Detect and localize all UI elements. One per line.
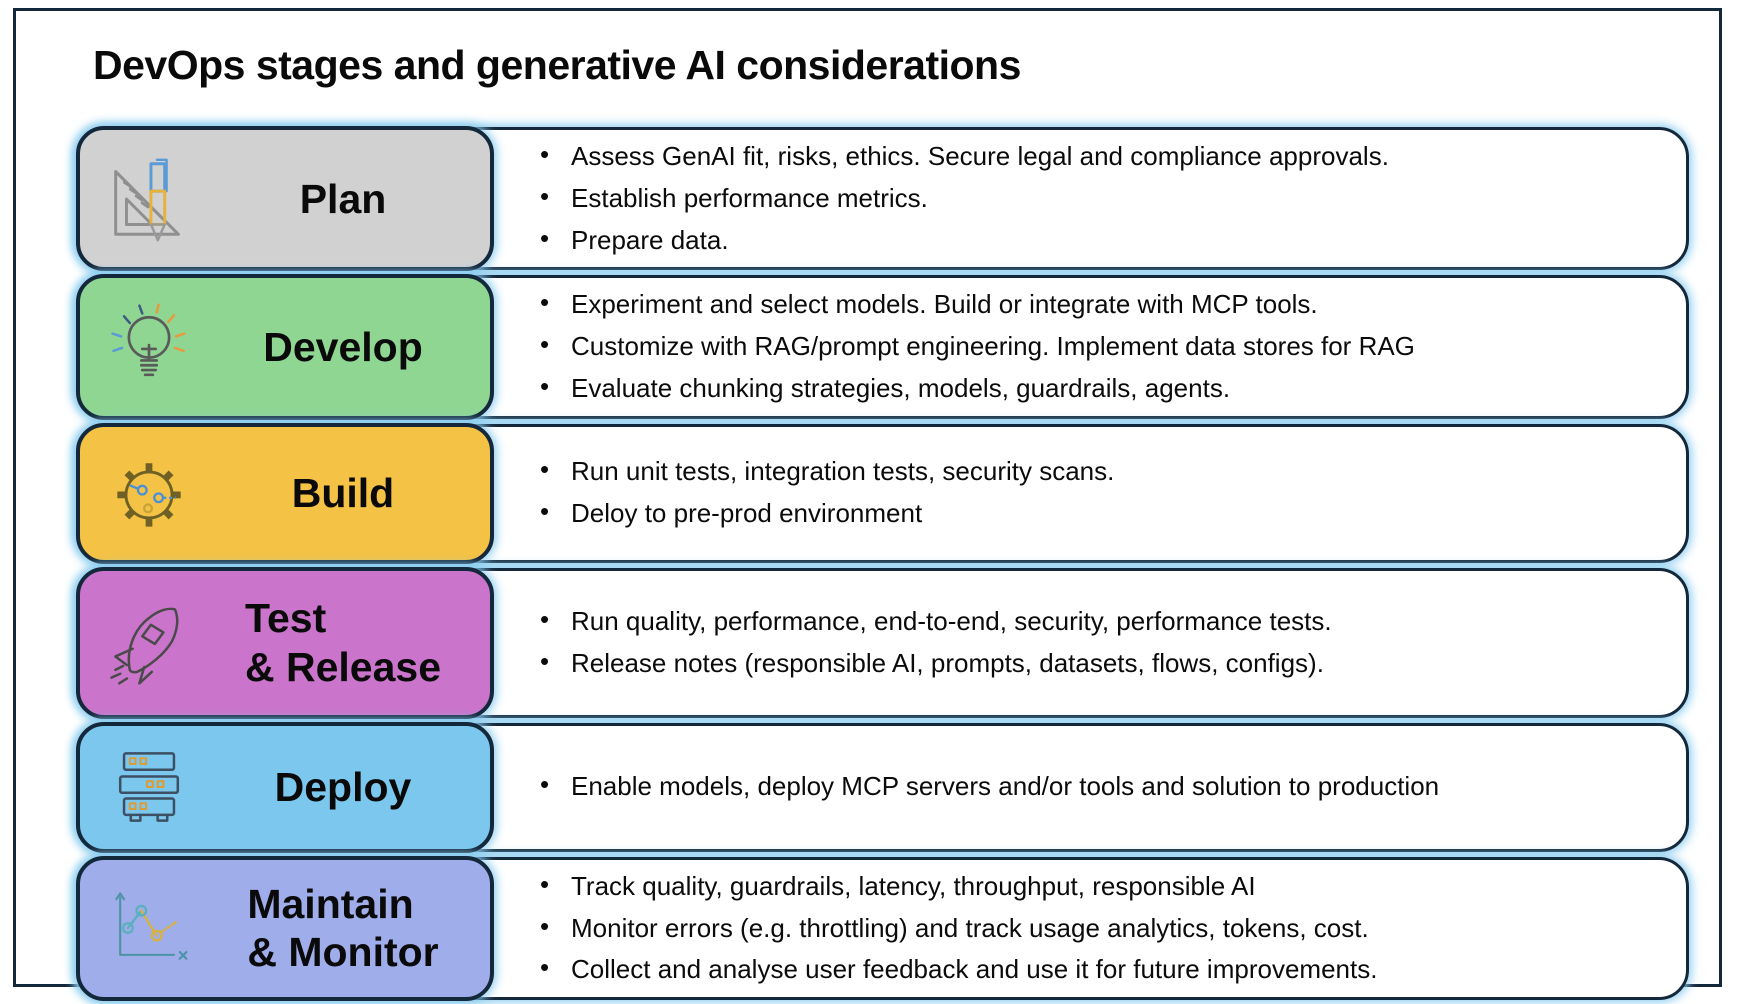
stage-bullets: Experiment and select models. Build or i… bbox=[527, 278, 1686, 415]
stage-icon-slot bbox=[80, 739, 210, 835]
stage-label: Test & Release bbox=[244, 595, 441, 690]
stage-row-deploy: Deploy Enable models, deploy MCP servers… bbox=[76, 721, 1689, 853]
stage-icon-slot bbox=[80, 880, 210, 976]
stage-box-deploy: Deploy bbox=[76, 721, 494, 853]
bullet-item: Experiment and select models. Build or i… bbox=[527, 286, 1660, 322]
bullet-item: Establish performance metrics. bbox=[527, 180, 1660, 216]
bullet-item: Assess GenAI fit, risks, ethics. Secure … bbox=[527, 138, 1660, 174]
bullet-item: Deloy to pre-prod environment bbox=[527, 495, 1660, 531]
stage-bullets: Run unit tests, integration tests, secur… bbox=[527, 427, 1686, 560]
stage-box-build: Build bbox=[76, 422, 494, 564]
stage-label: Plan bbox=[299, 175, 387, 222]
stage-row-test-release: Test & Release Run quality, performance,… bbox=[76, 566, 1689, 719]
bullet-item: Customize with RAG/prompt engineering. I… bbox=[527, 328, 1660, 364]
ruler-pencil-icon bbox=[114, 158, 180, 242]
stage-box-maintain-monitor: Maintain & Monitor bbox=[76, 855, 494, 1002]
bullet-item: Run quality, performance, end-to-end, se… bbox=[527, 603, 1660, 639]
stage-bullets: Run quality, performance, end-to-end, se… bbox=[527, 571, 1686, 715]
stage-box-test-release: Test & Release bbox=[76, 566, 494, 719]
rocket-icon bbox=[110, 607, 179, 685]
stage-box-develop: Develop bbox=[76, 274, 494, 420]
stage-label: Deploy bbox=[274, 764, 412, 811]
server-stack-icon bbox=[118, 752, 180, 823]
bullet-item: Monitor errors (e.g. throttling) and tra… bbox=[527, 910, 1660, 946]
stage-row-maintain-monitor: Maintain & Monitor Track quality, guardr… bbox=[76, 855, 1689, 1002]
stage-row-develop: Develop Experiment and select models. Bu… bbox=[76, 274, 1689, 420]
stage-bullets: Assess GenAI fit, risks, ethics. Secure … bbox=[527, 130, 1686, 267]
stage-label: Maintain & Monitor bbox=[247, 881, 439, 976]
bullet-item: Prepare data. bbox=[527, 222, 1660, 258]
stage-row-build: Build Run unit tests, integration tests,… bbox=[76, 422, 1689, 564]
stage-label: Develop bbox=[263, 323, 423, 370]
stage-bullets: Track quality, guardrails, latency, thro… bbox=[527, 860, 1686, 997]
stages-list: Plan Assess GenAI fit, risks, ethics. Se… bbox=[76, 126, 1689, 1002]
stage-bullets: Enable models, deploy MCP servers and/or… bbox=[527, 726, 1686, 849]
stage-box-plan: Plan bbox=[76, 126, 494, 272]
line-chart-icon bbox=[115, 892, 188, 961]
stage-row-plan: Plan Assess GenAI fit, risks, ethics. Se… bbox=[76, 126, 1689, 272]
bullet-item: Run unit tests, integration tests, secur… bbox=[527, 453, 1660, 489]
bullet-item: Track quality, guardrails, latency, thro… bbox=[527, 868, 1660, 904]
bullet-item: Collect and analyse user feedback and us… bbox=[527, 951, 1660, 987]
stage-label: Build bbox=[291, 470, 395, 517]
stage-icon-slot bbox=[80, 445, 210, 541]
stage-icon-slot bbox=[80, 595, 210, 691]
bullet-item: Evaluate chunking strategies, models, gu… bbox=[527, 370, 1660, 406]
bullet-item: Enable models, deploy MCP servers and/or… bbox=[527, 768, 1660, 804]
lightbulb-icon bbox=[111, 303, 186, 377]
stage-icon-slot bbox=[80, 150, 210, 248]
stage-icon-slot bbox=[80, 299, 210, 395]
gear-icon bbox=[117, 463, 181, 527]
outer-frame: DevOps stages and generative AI consider… bbox=[13, 8, 1722, 1002]
bullet-item: Release notes (responsible AI, prompts, … bbox=[527, 645, 1660, 681]
page-title: DevOps stages and generative AI consider… bbox=[93, 42, 1021, 88]
